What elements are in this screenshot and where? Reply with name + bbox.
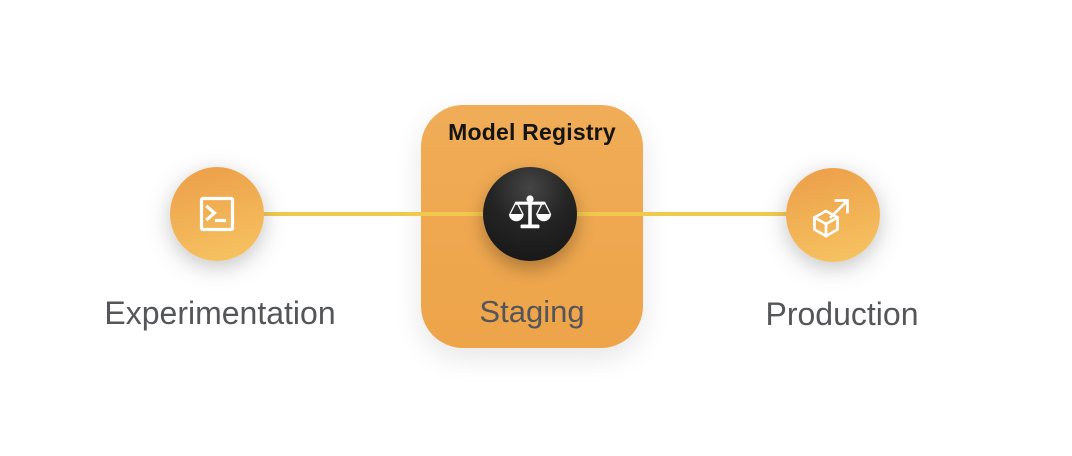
staging-label: Staging (479, 294, 585, 329)
experimentation-node (170, 167, 264, 261)
terminal-icon (193, 190, 241, 238)
cube-launch-icon (808, 190, 858, 240)
balance-scale-icon (506, 190, 554, 238)
experimentation-label: Experimentation (104, 295, 336, 331)
production-label: Production (765, 296, 919, 332)
production-node (786, 168, 880, 262)
staging-node (483, 167, 577, 261)
model-registry-title: Model Registry (448, 119, 616, 145)
